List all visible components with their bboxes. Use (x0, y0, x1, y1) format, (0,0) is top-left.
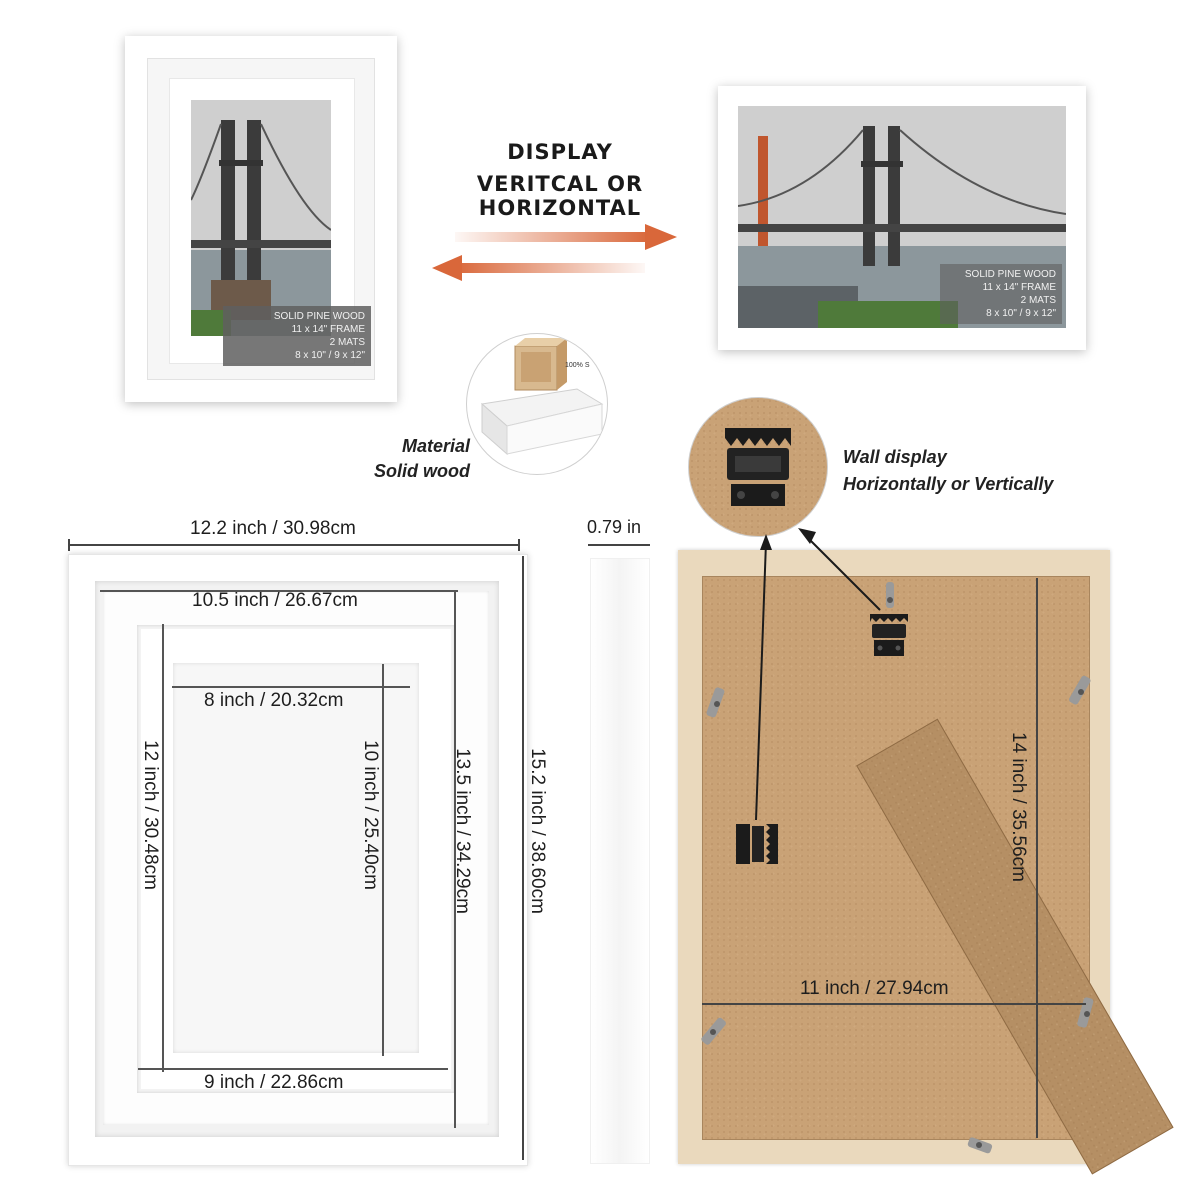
display-headline: DISPLAY VERITCAL OR HORIZONTAL (400, 140, 720, 220)
hanger-closeup (688, 397, 828, 537)
spec-mat-sizes: 8 x 10" / 9 x 12" (986, 308, 1056, 319)
spec-mats: 2 MATS (1020, 295, 1056, 306)
arrow-right-icon (455, 224, 677, 250)
turn-button-clip-icon (1077, 997, 1094, 1028)
wall-display-caption: Wall display Horizontally or Vertically (843, 447, 1053, 495)
spec-mats: 2 MATS (329, 337, 365, 348)
depth-line (588, 544, 650, 546)
bridge-photo-wide (738, 106, 1066, 328)
turn-button-clip-icon (967, 1137, 993, 1154)
mat1-width-label: 10.5 inch / 26.67cm (192, 590, 358, 611)
mat2-width-label: 9 inch / 22.86cm (204, 1072, 344, 1093)
spec-frame-size: 11 x 14" FRAME (982, 282, 1056, 293)
outer-height-label: 15.2 inch / 38.60cm (527, 748, 548, 914)
outer-width-tick-right (518, 539, 520, 551)
arrow-left-icon (432, 255, 645, 281)
spec-mat-sizes: 8 x 10" / 9 x 12" (295, 350, 365, 361)
mat1-width-line (100, 590, 458, 592)
turn-button-clip-icon (886, 582, 894, 608)
horizontal-frame-photo: SOLID PINE WOOD 11 x 14" FRAME 2 MATS 8 … (718, 86, 1086, 350)
bridge-photo (191, 100, 331, 336)
back-width-label: 11 inch / 27.94cm (800, 978, 949, 999)
back-height-label: 14 inch / 35.56cm (1008, 732, 1029, 882)
spec-label: SOLID PINE WOOD 11 x 14" FRAME 2 MATS 8 … (223, 306, 371, 366)
frame-side-strip (590, 558, 650, 1164)
turn-button-clip-icon (701, 1017, 726, 1045)
outer-width-label: 12.2 inch / 30.98cm (190, 518, 356, 539)
pine-frame-back (678, 550, 1174, 1175)
mat2-width-line (138, 1068, 448, 1070)
material-caption-line-1: Material (401, 436, 470, 456)
turn-button-clip-icon (706, 687, 725, 718)
sawtooth-hanger-icon (725, 428, 791, 506)
mat2-height-label: 12 inch / 30.48cm (140, 740, 161, 890)
outer-width-line (68, 544, 520, 546)
sawtooth-hanger-icon (870, 614, 908, 656)
opening-width-line (172, 686, 410, 688)
wall-display-line-2: Horizontally or Vertically (843, 474, 1054, 494)
bridge-illustration (191, 100, 331, 336)
headline-line-2: VERITCAL OR HORIZONTAL (476, 172, 644, 220)
mat1-height-line (454, 590, 456, 1128)
backing-board (702, 576, 1090, 1140)
opening-width-label: 8 inch / 20.32cm (204, 690, 344, 711)
mat1-height-label: 13.5 inch / 34.29cm (452, 748, 473, 914)
headline-line-1: DISPLAY (507, 140, 613, 164)
outer-width-tick-left (68, 539, 70, 551)
turn-button-clip-icon (1069, 675, 1091, 705)
spec-material: SOLID PINE WOOD (273, 311, 365, 322)
material-closeup: 100% S (466, 333, 608, 475)
sawtooth-hanger-icon (736, 824, 778, 864)
vertical-frame-photo: SOLID PINE WOOD 11 x 14" FRAME 2 MATS 8 … (125, 36, 397, 402)
opening-height-label: 10 inch / 25.40cm (360, 740, 381, 890)
material-caption: Material Solid wood (360, 436, 470, 482)
wall-display-line-1: Wall display (843, 447, 947, 467)
spec-frame-size: 11 x 14" FRAME (291, 324, 365, 335)
depth-label: 0.79 in (587, 517, 642, 537)
material-tag: 100% S (565, 362, 590, 369)
back-width-line (702, 1003, 1086, 1005)
frame-profile-icon (480, 338, 604, 456)
pointer-arrows (755, 528, 881, 821)
back-height-line (1036, 578, 1038, 1138)
mat2-height-line (162, 624, 164, 1072)
photo-opening (173, 663, 419, 1053)
spec-label-wide: SOLID PINE WOOD 11 x 14" FRAME 2 MATS 8 … (940, 264, 1062, 324)
spec-material: SOLID PINE WOOD (964, 269, 1056, 280)
material-caption-line-2: Solid wood (374, 461, 470, 481)
opening-height-line (382, 664, 384, 1056)
outer-height-line (522, 556, 524, 1160)
